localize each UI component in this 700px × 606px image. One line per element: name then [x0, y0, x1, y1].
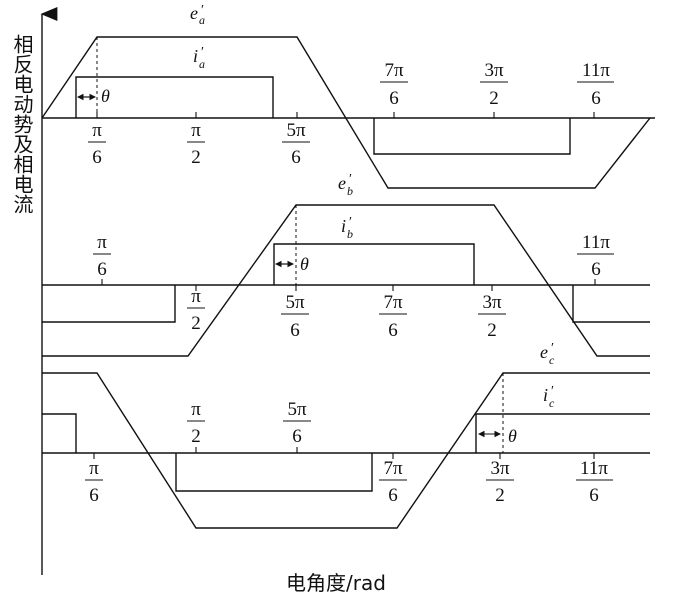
svg-text:π: π	[97, 232, 107, 253]
phase-c-label-7pi6: 7π 6	[379, 458, 407, 506]
svg-text:3π: 3π	[482, 292, 502, 313]
phase-b-label-3pi2: 3π 2	[478, 292, 506, 341]
phase-c-current-negative	[175, 453, 373, 492]
phase-b-label-pi2: π 2	[187, 286, 205, 334]
svg-text:′: ′	[349, 215, 352, 230]
phase-c-label-pi2: π 2	[187, 399, 205, 447]
svg-text:π: π	[191, 120, 201, 141]
phase-a-label-pi2: π 2	[187, 120, 205, 168]
svg-text:2: 2	[191, 426, 201, 447]
phase-b-theta: θ	[300, 254, 309, 274]
svg-text:2: 2	[487, 320, 497, 341]
phase-b-label-pi6: π 6	[93, 232, 111, 280]
phase-c-panel: θ e c ′ i c ′ π 2 5π 6 π 6	[42, 341, 650, 529]
svg-text:′: ′	[349, 172, 352, 187]
phase-a-label-5pi6: 5π 6	[282, 120, 310, 168]
svg-text:c: c	[549, 353, 555, 367]
svg-text:e: e	[540, 342, 548, 362]
svg-text:6: 6	[389, 88, 399, 109]
svg-text:7π: 7π	[384, 60, 404, 81]
phase-c-current-positive	[475, 413, 650, 453]
svg-text:π: π	[89, 458, 99, 479]
svg-text:3π: 3π	[490, 458, 510, 479]
svg-text:3π: 3π	[484, 60, 504, 81]
phase-b-emf-waveform	[42, 204, 650, 357]
svg-text:′: ′	[551, 341, 554, 356]
svg-text:2: 2	[495, 485, 505, 506]
phase-b-current-positive	[273, 243, 475, 285]
svg-text:6: 6	[89, 485, 99, 506]
phase-a-current-positive	[75, 76, 274, 118]
svg-text:6: 6	[290, 320, 300, 341]
svg-text:5π: 5π	[287, 399, 307, 420]
phase-c-emf-label: e c ′	[540, 341, 555, 367]
phase-c-label-5pi6: 5π 6	[283, 399, 311, 447]
svg-text:5π: 5π	[286, 120, 306, 141]
svg-text:i: i	[341, 216, 346, 236]
svg-text:5π: 5π	[285, 292, 305, 313]
svg-text:′: ′	[201, 45, 204, 60]
svg-text:2: 2	[489, 88, 499, 109]
svg-text:a: a	[199, 13, 205, 27]
svg-text:11π: 11π	[582, 232, 610, 253]
svg-text:′: ′	[201, 3, 204, 18]
svg-text:c: c	[549, 396, 555, 410]
phase-b-label-5pi6: 5π 6	[281, 292, 309, 341]
svg-text:11π: 11π	[580, 458, 608, 479]
y-axis-label: 相反电动势及相电流	[10, 34, 34, 214]
phase-c-current-positive-start	[42, 413, 77, 453]
svg-text:7π: 7π	[383, 292, 403, 313]
phase-a-emf-label: e a ′	[190, 3, 205, 27]
svg-text:6: 6	[292, 426, 302, 447]
svg-text:e: e	[338, 173, 346, 193]
phase-a-label-7pi6: 7π 6	[380, 60, 408, 109]
phase-b-current-negative-2	[572, 285, 650, 323]
svg-text:π: π	[191, 286, 201, 307]
svg-text:i: i	[193, 46, 198, 66]
svg-text:b: b	[347, 227, 353, 241]
phase-a-current-label: i a ′	[193, 45, 205, 71]
svg-text:7π: 7π	[383, 458, 403, 479]
phase-a-label-pi6: π 6	[88, 120, 106, 168]
svg-text:6: 6	[291, 147, 301, 168]
svg-text:π: π	[191, 399, 201, 420]
phase-a-emf-waveform	[41, 36, 651, 189]
x-axis-label: 电角度/rad	[286, 571, 386, 595]
phase-b-current-negative	[42, 285, 176, 323]
svg-text:π: π	[92, 120, 102, 141]
svg-text:6: 6	[97, 259, 107, 280]
svg-text:6: 6	[591, 259, 601, 280]
phase-c-current-label: i c ′	[543, 384, 555, 410]
phase-a-panel: θ e a ′ i a ′ π 6 π 2 5π	[41, 3, 655, 189]
phase-b-label-11pi6: 11π 6	[577, 232, 614, 280]
svg-text:6: 6	[589, 485, 599, 506]
phase-c-label-11pi6: 11π 6	[576, 458, 613, 506]
phase-c-emf-waveform	[42, 372, 650, 529]
phase-b-label-7pi6: 7π 6	[379, 292, 407, 341]
svg-text:a: a	[199, 57, 205, 71]
phase-a-current-negative	[373, 118, 571, 155]
svg-text:i: i	[543, 385, 548, 405]
phase-b-current-label: i b ′	[341, 215, 353, 241]
phase-c-label-3pi2: 3π 2	[486, 458, 514, 506]
phase-c-label-pi6: π 6	[85, 458, 103, 506]
phase-b-emf-label: e b ′	[338, 172, 353, 198]
svg-text:e: e	[190, 3, 198, 23]
phase-c-theta: θ	[508, 426, 517, 446]
svg-text:6: 6	[388, 320, 398, 341]
phase-b-panel: θ e b ′ i b ′ π 6 11π 6 π 2	[42, 172, 650, 357]
svg-text:6: 6	[591, 88, 601, 109]
svg-text:6: 6	[92, 147, 102, 168]
svg-text:6: 6	[388, 485, 398, 506]
svg-text:11π: 11π	[582, 60, 610, 81]
svg-text:2: 2	[191, 313, 201, 334]
phase-a-label-11pi6: 11π 6	[577, 60, 614, 109]
phase-a-label-3pi2: 3π 2	[480, 60, 508, 109]
svg-text:2: 2	[191, 147, 201, 168]
svg-text:b: b	[347, 184, 353, 198]
phase-a-theta: θ	[101, 86, 110, 106]
svg-text:′: ′	[551, 384, 554, 399]
